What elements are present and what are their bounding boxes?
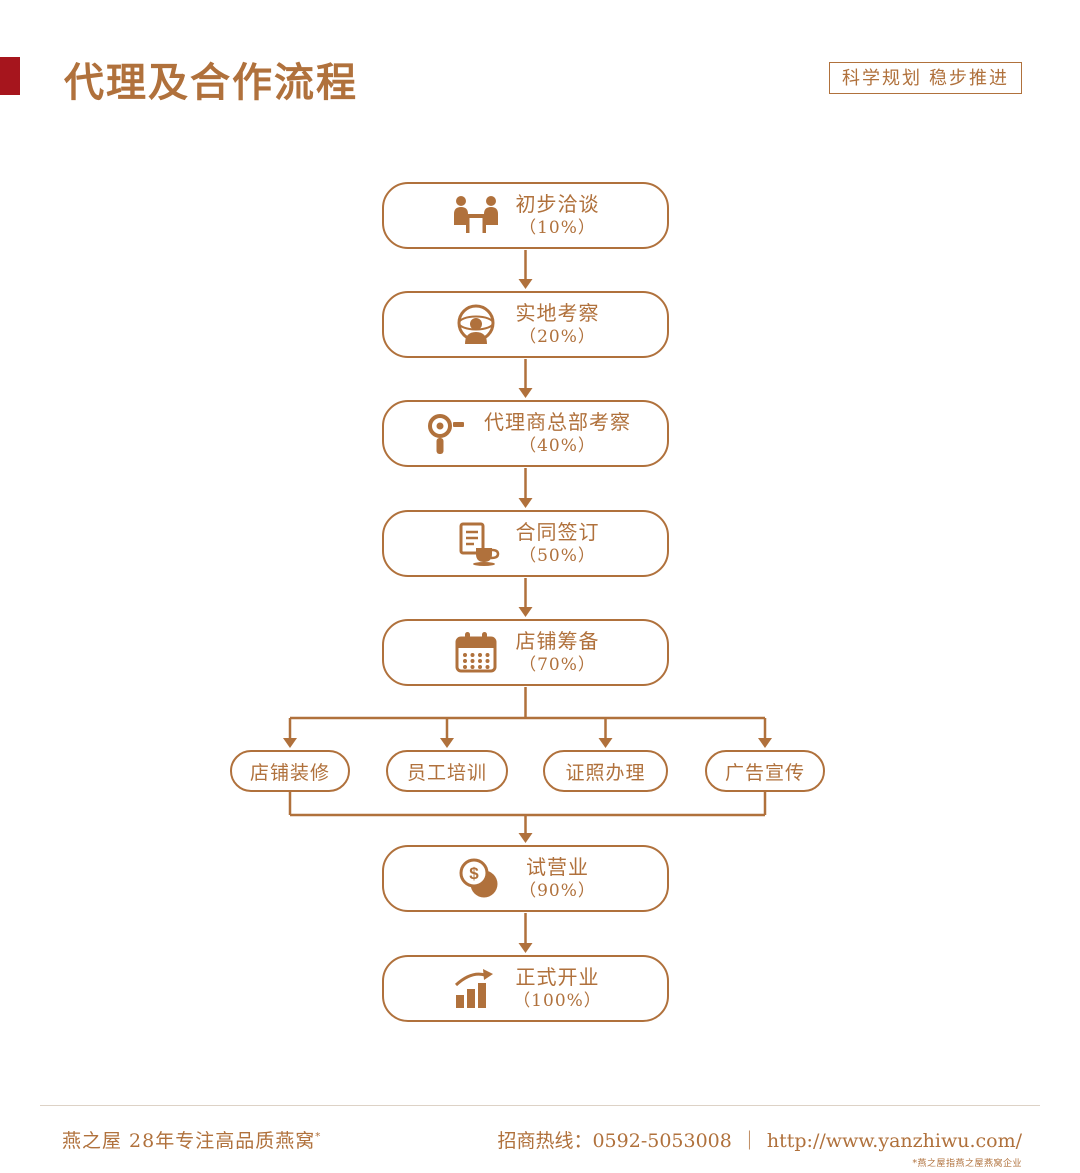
footer-fineprint: *燕之屋指燕之屋燕窝企业 xyxy=(912,1159,1022,1169)
step-percent: （90%） xyxy=(519,881,596,902)
step-percent: （40%） xyxy=(519,436,596,457)
step-text: 合同签订 （50%） xyxy=(516,519,600,567)
step-percent: （10%） xyxy=(519,218,596,239)
footer-contact: 招商热线：0592-5053008 ｜ http://www.yanzhiwu.co… xyxy=(497,1126,1022,1153)
step-label: 代理商总部考察 xyxy=(484,410,631,435)
svg-text:$: $ xyxy=(469,864,479,883)
website-url: http://www.yanzhiwu.com/ xyxy=(766,1130,1022,1152)
branch-license-processing: 证照办理 xyxy=(543,750,668,792)
hotline-number: 0592-5053008 xyxy=(592,1130,732,1152)
branch-staff-training: 员工培训 xyxy=(386,750,508,792)
slogan-badge: 科学规划 稳步推进 xyxy=(828,62,1022,94)
step-text: 初步洽谈 （10%） xyxy=(516,191,600,239)
step-text: 实地考察 （20%） xyxy=(516,300,600,348)
branch-label: 员工培训 xyxy=(406,761,487,784)
meeting-icon xyxy=(452,194,500,238)
step-label: 试营业 xyxy=(525,855,589,880)
footer-divider xyxy=(40,1105,1040,1106)
hotline-label: 招商热线： xyxy=(497,1130,593,1152)
step-label: 初步洽谈 xyxy=(515,192,600,217)
money-icon: $ xyxy=(455,857,503,901)
branch-advertising: 广告宣传 xyxy=(705,750,825,792)
step-label: 正式开业 xyxy=(515,965,600,990)
brand-note-mark: * xyxy=(315,1131,322,1143)
step-contract-signing: 合同签订 （50%） xyxy=(382,510,669,577)
headquarters-visit-icon xyxy=(420,412,468,456)
step-store-preparation: 店铺筹备 （70%） xyxy=(382,619,669,686)
branch-label: 广告宣传 xyxy=(724,761,805,784)
calendar-icon xyxy=(452,631,500,675)
branch-label: 店铺装修 xyxy=(249,761,330,784)
page-title: 代理及合作流程 xyxy=(64,61,358,105)
title-accent-bar xyxy=(0,57,20,95)
step-site-inspection: 实地考察 （20%） xyxy=(382,291,669,358)
step-trial-operation: $ 试营业 （90%） xyxy=(382,845,669,912)
contract-signing-icon xyxy=(452,522,500,566)
step-text: 代理商总部考察 （40%） xyxy=(484,409,631,457)
footer-brand: 燕之屋 28年专注高品质燕窝* xyxy=(62,1126,321,1153)
step-percent: （50%） xyxy=(519,546,596,567)
step-label: 店铺筹备 xyxy=(515,629,600,654)
step-text: 店铺筹备 （70%） xyxy=(516,628,600,676)
branch-label: 证照办理 xyxy=(565,761,646,784)
step-percent: （100%） xyxy=(513,991,602,1012)
growth-chart-icon xyxy=(449,967,497,1011)
branch-store-decoration: 店铺装修 xyxy=(230,750,350,792)
step-text: 试营业 （90%） xyxy=(519,854,596,902)
step-label: 合同签订 xyxy=(515,520,600,545)
step-grand-opening: 正式开业 （100%） xyxy=(382,955,669,1022)
step-initial-talks: 初步洽谈 （10%） xyxy=(382,182,669,249)
step-label: 实地考察 xyxy=(515,301,600,326)
step-text: 正式开业 （100%） xyxy=(513,964,602,1012)
step-percent: （20%） xyxy=(519,327,596,348)
step-percent: （70%） xyxy=(519,655,596,676)
site-inspection-icon xyxy=(452,303,500,347)
brand-text: 燕之屋 28年专注高品质燕窝 xyxy=(62,1130,316,1152)
step-headquarters-visit: 代理商总部考察 （40%） xyxy=(382,400,669,467)
contact-separator: ｜ xyxy=(739,1130,759,1152)
